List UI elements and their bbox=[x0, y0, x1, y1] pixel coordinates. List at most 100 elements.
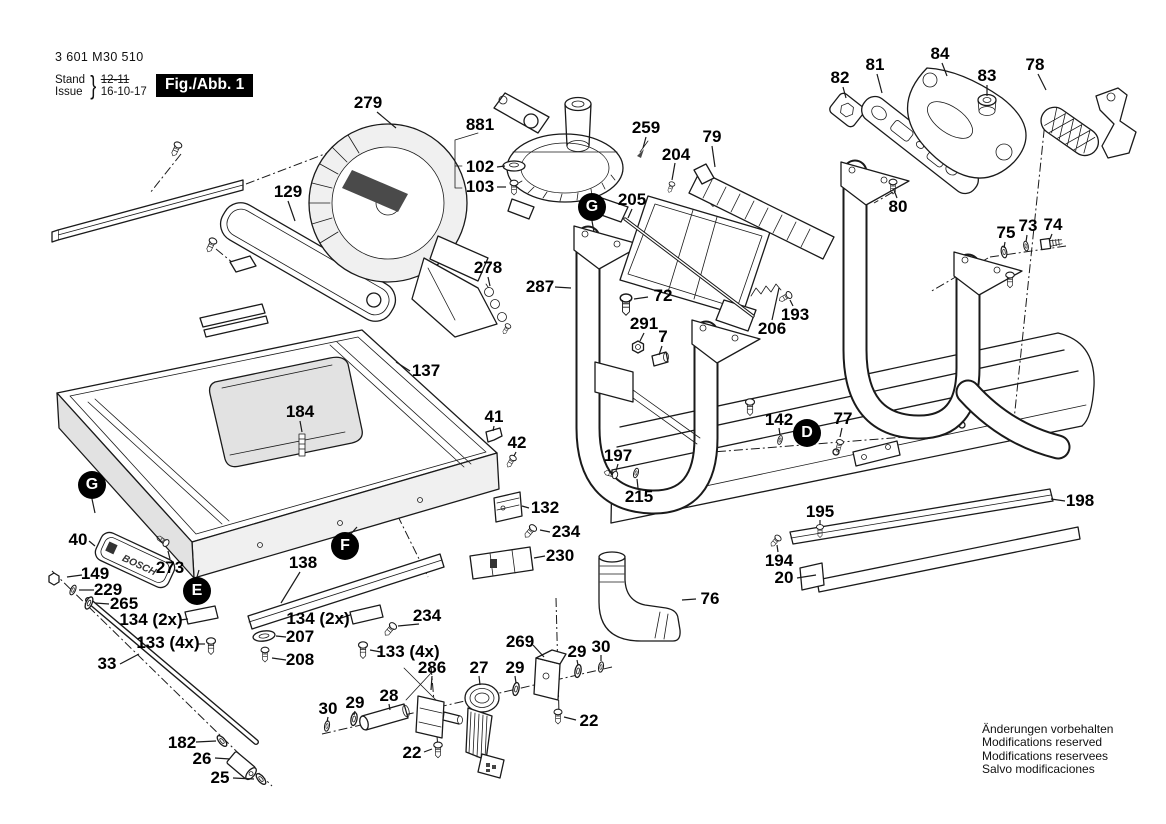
part-label-193: 193 bbox=[780, 305, 810, 324]
part-label-26: 26 bbox=[192, 749, 212, 768]
part-label-132: 132 bbox=[530, 498, 560, 517]
part-label-265: 265 bbox=[109, 594, 139, 613]
part-label-291: 291 bbox=[629, 314, 659, 333]
front-legs-artwork bbox=[573, 189, 761, 515]
part-label-279: 279 bbox=[353, 93, 383, 112]
rear-legs-artwork bbox=[840, 159, 1071, 460]
header-block: 3 601 M30 510 Stand Issue } 12-11 16-10-… bbox=[55, 50, 147, 101]
part-label-207: 207 bbox=[285, 627, 315, 646]
section-letter-g: G bbox=[578, 193, 606, 221]
part-label-287: 287 bbox=[525, 277, 555, 296]
part-label-133-4x-: 133 (4x) bbox=[136, 633, 200, 652]
footer-notices: Änderungen vorbehalten Modifications res… bbox=[982, 722, 1114, 777]
part-label-76: 76 bbox=[700, 589, 720, 608]
part-label-29: 29 bbox=[567, 642, 587, 661]
part-label-81: 81 bbox=[865, 55, 885, 74]
part-label-230: 230 bbox=[545, 546, 575, 565]
part-label-206: 206 bbox=[757, 319, 787, 338]
pivot-assembly-artwork bbox=[323, 649, 605, 779]
rod-assembly-artwork bbox=[48, 572, 269, 787]
part-label-197: 197 bbox=[603, 446, 633, 465]
part-label-208: 208 bbox=[285, 650, 315, 669]
part-label-74: 74 bbox=[1043, 215, 1063, 234]
table-insert-artwork bbox=[219, 202, 397, 322]
part-label-72: 72 bbox=[653, 286, 673, 305]
part-label-7: 7 bbox=[658, 327, 668, 346]
table-top-artwork bbox=[56, 329, 518, 579]
notice-line: Modifications reservees bbox=[982, 748, 1109, 763]
part-label-215: 215 bbox=[624, 487, 654, 506]
notice-line: Änderungen vorbehalten bbox=[982, 722, 1114, 736]
part-label-269: 269 bbox=[505, 632, 535, 651]
miter-gauge-artwork bbox=[454, 92, 629, 223]
part-label-25: 25 bbox=[210, 768, 230, 787]
part-label-195: 195 bbox=[805, 502, 835, 521]
part-label-80: 80 bbox=[888, 197, 908, 216]
part-label-27: 27 bbox=[469, 658, 489, 677]
guard-panel-artwork bbox=[619, 140, 835, 367]
figure-label: Fig./Abb. 1 bbox=[156, 74, 254, 97]
part-label-78: 78 bbox=[1025, 55, 1045, 74]
part-label-133-4x-: 133 (4x) bbox=[376, 642, 440, 661]
part-label-204: 204 bbox=[661, 145, 691, 164]
part-label-182: 182 bbox=[167, 733, 197, 752]
part-label-22: 22 bbox=[579, 711, 599, 730]
part-label-234: 234 bbox=[412, 606, 442, 625]
notice-line: Modifications reserved bbox=[982, 735, 1103, 750]
issue-value: 16-10-17 bbox=[100, 85, 147, 98]
brace-glyph: } bbox=[90, 70, 97, 100]
part-label-30: 30 bbox=[591, 637, 611, 656]
part-label-83: 83 bbox=[977, 66, 997, 85]
part-label-286: 286 bbox=[417, 658, 447, 677]
part-label-73: 73 bbox=[1018, 216, 1038, 235]
stand-value: 12-11 bbox=[100, 73, 130, 86]
part-label-205: 205 bbox=[617, 190, 647, 209]
part-label-40: 40 bbox=[68, 530, 88, 549]
section-letter-e: E bbox=[183, 577, 211, 605]
part-label-134-2x-: 134 (2x) bbox=[286, 609, 350, 628]
bumper-foot-artwork bbox=[598, 551, 681, 642]
part-label-20: 20 bbox=[774, 568, 794, 587]
part-label-273: 273 bbox=[155, 558, 185, 577]
issue-label: Issue bbox=[55, 85, 83, 98]
part-label-103: 103 bbox=[465, 177, 495, 196]
part-label-30: 30 bbox=[318, 699, 338, 718]
part-label-33: 33 bbox=[97, 654, 117, 673]
part-label-82: 82 bbox=[830, 68, 850, 87]
part-label-28: 28 bbox=[379, 686, 399, 705]
part-label-259: 259 bbox=[631, 118, 661, 137]
part-label-79: 79 bbox=[702, 127, 722, 146]
part-label-881: 881 bbox=[465, 115, 495, 134]
part-label-134-2x-: 134 (2x) bbox=[119, 610, 183, 629]
part-label-29: 29 bbox=[505, 658, 525, 677]
part-label-129: 129 bbox=[273, 182, 303, 201]
part-label-198: 198 bbox=[1065, 491, 1095, 510]
part-label-278: 278 bbox=[473, 258, 503, 277]
chain-artwork bbox=[484, 283, 513, 336]
section-letter-f: F bbox=[331, 532, 359, 560]
part-label-194: 194 bbox=[764, 551, 794, 570]
part-label-184: 184 bbox=[285, 402, 315, 421]
revision-block: Stand Issue } 12-11 16-10-17 bbox=[55, 70, 147, 101]
part-label-75: 75 bbox=[996, 223, 1016, 242]
part-label-234: 234 bbox=[551, 522, 581, 541]
part-label-42: 42 bbox=[507, 433, 527, 452]
section-letter-d: D bbox=[793, 419, 821, 447]
section-letter-g: G bbox=[78, 471, 106, 499]
fence-rail-artwork bbox=[51, 140, 269, 338]
part-label-149: 149 bbox=[80, 564, 110, 583]
part-label-138: 138 bbox=[288, 553, 318, 572]
clamp-block-artwork bbox=[469, 491, 539, 580]
part-label-229: 229 bbox=[93, 580, 123, 599]
part-label-22: 22 bbox=[402, 743, 422, 762]
blade-guard-artwork bbox=[308, 123, 498, 338]
notice-line: Salvo modificaciones bbox=[982, 762, 1095, 777]
part-label-84: 84 bbox=[930, 44, 950, 63]
stand-label: Stand bbox=[55, 73, 86, 86]
part-label-41: 41 bbox=[484, 407, 504, 426]
part-label-137: 137 bbox=[411, 361, 441, 380]
under-rail-artwork bbox=[184, 553, 445, 663]
